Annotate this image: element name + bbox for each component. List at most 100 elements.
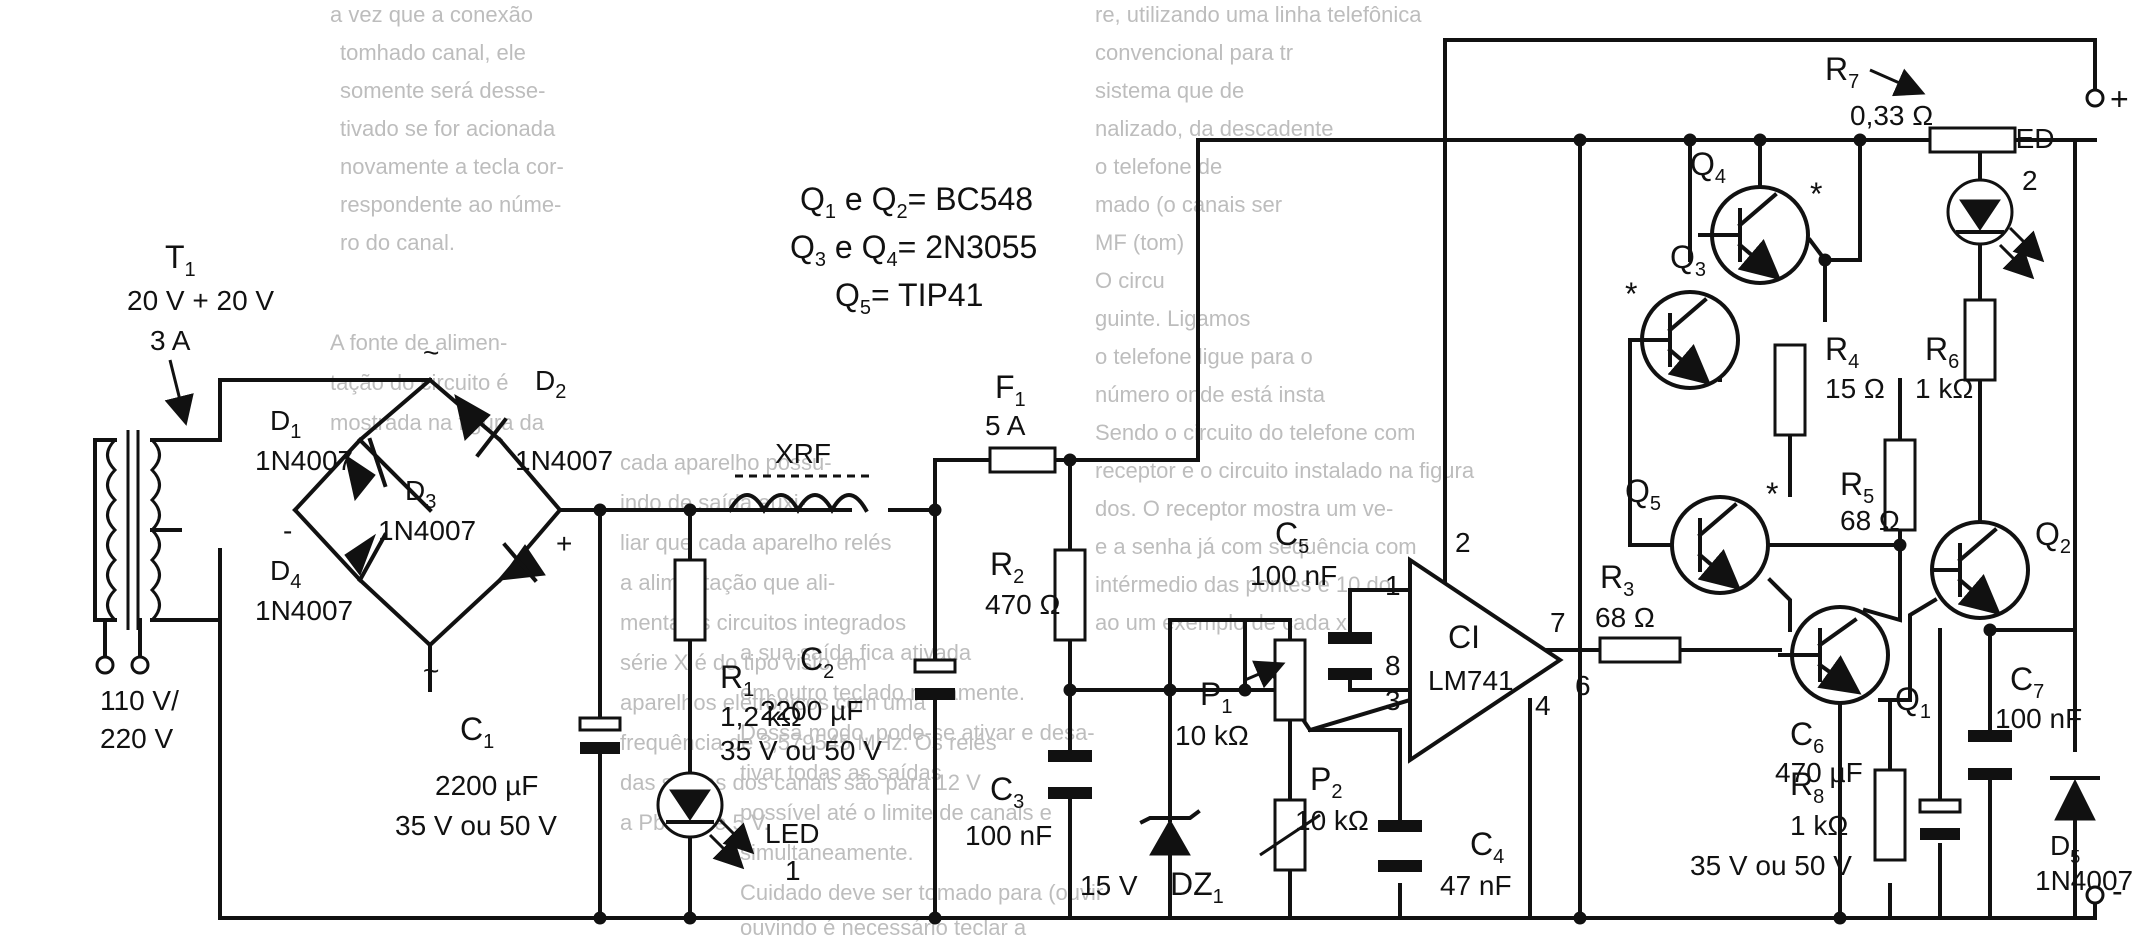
d5-part: 1N4007 — [2035, 865, 2133, 896]
c1-value: 2200 µF — [435, 770, 538, 801]
bg-text: mostrada na figura da — [330, 410, 545, 435]
r8-value: 1 kΩ — [1790, 810, 1848, 841]
f1-value: 5 A — [985, 410, 1026, 441]
bg-text: série X é do tipo visto em — [620, 650, 867, 675]
transistor-list-line-1: Q1 e Q2= BC548 — [800, 181, 1033, 223]
capacitor-c7 — [1968, 730, 2012, 780]
mains-voltage-line2: 220 V — [100, 723, 173, 754]
c1-voltage: 35 V ou 50 V — [395, 810, 557, 841]
resistor-r8 — [1873, 768, 1907, 862]
resistor-r4 — [1773, 343, 1807, 437]
r1-label: R1 — [720, 659, 754, 701]
bg-text: cada aparelho possu- — [620, 450, 832, 475]
q5-label: Q5 — [1625, 473, 1661, 515]
q3-label: Q3 — [1670, 239, 1706, 281]
bg-text: o telefone ligue para o — [1095, 344, 1313, 369]
inductor-xrf — [727, 474, 870, 515]
bg-text: convencional para tr — [1095, 40, 1293, 65]
c6-value: 470 µF — [1775, 757, 1863, 788]
bg-text: a vez que a conexão — [330, 2, 533, 27]
p2-label: P2 — [1310, 761, 1342, 803]
capacitor-c1 — [578, 716, 622, 754]
bridge-plus: + — [556, 528, 572, 559]
c7-value: 100 nF — [1995, 703, 2082, 734]
r6-value: 1 kΩ — [1915, 373, 1973, 404]
bg-text: o telefone de — [1095, 154, 1222, 179]
c2-label: C2 — [800, 641, 834, 683]
bg-text: e a senha já com sequência com — [1095, 534, 1417, 559]
bg-text: receptor e o circuito instalado na figur… — [1095, 458, 1475, 483]
bg-text: novamente a tecla cor- — [340, 154, 564, 179]
bg-text: ro do canal. — [340, 230, 455, 255]
transistor-list-line-3: Q5= TIP41 — [835, 277, 983, 319]
bridge-ac-top: ~ — [423, 337, 439, 368]
ci-pin-2: 2 — [1455, 527, 1471, 558]
c1-label: C1 — [460, 711, 494, 753]
c4-label: C4 — [1470, 826, 1504, 868]
resistor-r1 — [673, 558, 707, 642]
bg-text: menta os circuitos integrados — [620, 610, 906, 635]
bg-text: número onde está insta — [1095, 382, 1326, 407]
bg-text: A fonte de alimen- — [330, 330, 507, 355]
c3-label: C3 — [990, 771, 1024, 813]
c4-value: 47 nF — [1440, 870, 1512, 901]
q2-label: Q2 — [2035, 516, 2071, 558]
ci-label: CI — [1448, 619, 1480, 655]
transistor-q5 — [1670, 495, 1770, 595]
d5-label: D5 — [2050, 830, 2080, 867]
c2-voltage: 35 V ou 50 V — [720, 735, 882, 766]
d2-part: 1N4007 — [515, 445, 613, 476]
d3-label: D3 — [405, 475, 436, 513]
bg-text: re, utilizando uma linha telefônica — [1095, 2, 1422, 27]
bg-text: O circu — [1095, 268, 1165, 293]
resistor-r5 — [1883, 438, 1917, 532]
transistor-q4 — [1698, 185, 1810, 285]
led-1 — [656, 771, 755, 870]
capacitor-c6 — [1918, 798, 1962, 840]
led1-number: 1 — [785, 855, 801, 886]
t1-current: 3 A — [150, 325, 191, 356]
r5-label: R5 — [1840, 466, 1874, 508]
bg-text: tivar todas as saídas — [740, 760, 942, 785]
bg-text: ao um exemplo de cada x — [1095, 610, 1347, 635]
d4-label: D4 — [270, 555, 301, 593]
r7-value: 0,33 Ω — [1850, 100, 1933, 131]
d4-part: 1N4007 — [255, 595, 353, 626]
led-2 — [1946, 178, 2045, 280]
c6-voltage: 35 V ou 50 V — [1690, 850, 1852, 881]
ci-pin-8: 8 — [1385, 650, 1401, 681]
bg-text: mado (o canais ser — [1095, 192, 1282, 217]
xrf-label: XRF — [775, 438, 831, 469]
bg-text: tomhado canal, ele — [340, 40, 526, 65]
bg-text: Dessa modo, pode-se ativar e desa- — [740, 720, 1095, 745]
p1-label: P1 — [1200, 676, 1232, 718]
bg-text: em outro teclado novamente. — [740, 680, 1025, 705]
c5-label: C5 — [1275, 516, 1309, 558]
r3-label: R3 — [1600, 559, 1634, 601]
resistor-r2 — [1053, 548, 1087, 642]
bg-text: intérmedio das pontes e 10 do — [1095, 572, 1391, 597]
r5-value: 68 Ω — [1840, 505, 1900, 536]
output-plus-label: + — [2110, 81, 2129, 117]
bg-text: nalizado, da descadente — [1095, 116, 1334, 141]
r4-value: 15 Ω — [1825, 373, 1885, 404]
r2-value: 470 Ω — [985, 589, 1060, 620]
transistor-q2 — [1930, 520, 2030, 620]
r8-label: R8 — [1790, 766, 1824, 808]
bg-text: sistema que de — [1095, 78, 1244, 103]
diode-d1 — [344, 437, 388, 502]
ci-pin-6: 6 — [1575, 670, 1591, 701]
bg-text: respondente ao núme- — [340, 192, 561, 217]
q4-star: * — [1810, 176, 1822, 212]
c5-value: 100 nF — [1250, 560, 1337, 591]
led2-number: 2 — [2022, 165, 2038, 196]
ci-pin-1: 1 — [1385, 570, 1401, 601]
t1-rating: 20 V + 20 V — [127, 285, 274, 316]
diode-d5 — [2050, 776, 2100, 821]
d2-label: D2 — [535, 365, 566, 403]
bg-text: guinte. Ligamos — [1095, 306, 1250, 331]
potentiometer-p1 — [1244, 638, 1307, 722]
fuse-f1 — [988, 446, 1057, 474]
